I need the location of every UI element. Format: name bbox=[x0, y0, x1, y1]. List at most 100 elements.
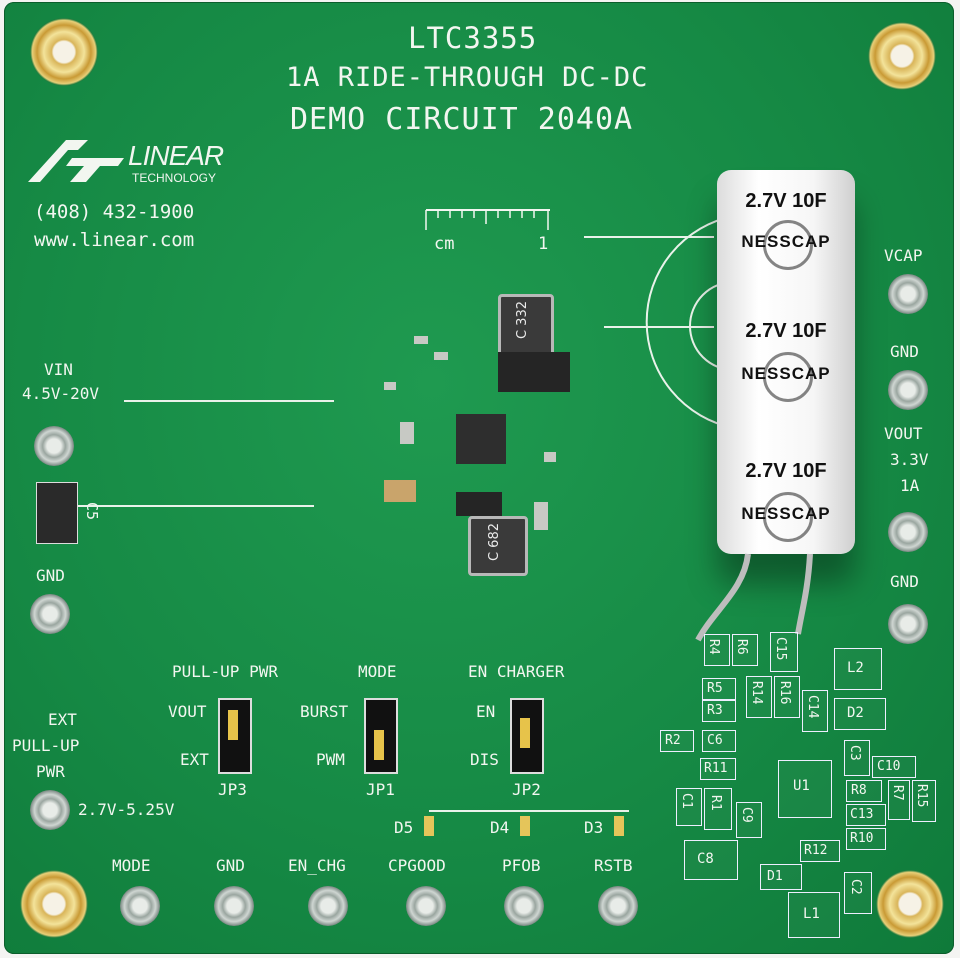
pcb-board: LTC3355 1A RIDE-THROUGH DC-DC DEMO CIRCU… bbox=[4, 2, 954, 954]
ref-c3: C3 bbox=[847, 745, 862, 761]
ref-r5: R5 bbox=[707, 681, 723, 696]
cap-rating-2: 2.7V 10F bbox=[745, 320, 827, 342]
cap-outline-arcs bbox=[645, 215, 735, 429]
footprint-r4: R4 bbox=[704, 634, 730, 666]
jp1-shunt bbox=[374, 730, 384, 760]
jp1-bottom-label: PWM bbox=[316, 750, 345, 769]
ref-d2: D2 bbox=[847, 705, 864, 721]
footprint-r1: R1 bbox=[704, 788, 732, 830]
ref-r10: R10 bbox=[850, 831, 874, 846]
ceramic-cap bbox=[384, 480, 416, 502]
ext-range-label: 2.7V-5.25V bbox=[78, 800, 175, 819]
mounting-hole-bottom-right bbox=[876, 870, 944, 938]
footprint-c15: C15 bbox=[770, 632, 798, 672]
vin-trace bbox=[124, 400, 334, 402]
footprint-c6: C6 bbox=[702, 730, 736, 752]
company-phone: (408) 432-1900 bbox=[34, 201, 195, 223]
ref-r3: R3 bbox=[707, 703, 723, 718]
supercapacitor: 2.7V 10F NESSCAP 2.7V 10F NESSCAP 2.7V 1… bbox=[717, 170, 855, 554]
jp3-ref: JP3 bbox=[218, 780, 247, 799]
led-d4-label: D4 bbox=[490, 818, 510, 837]
smd-cluster-2 bbox=[434, 352, 448, 360]
ref-c2: C2 bbox=[848, 879, 863, 895]
cap-rating-3: 2.7V 10F bbox=[745, 460, 827, 482]
jp3-bottom-label: EXT bbox=[180, 750, 209, 769]
footprint-c8: C8 bbox=[684, 840, 738, 880]
jp2-title: EN CHARGER bbox=[468, 662, 565, 681]
footprint-r6: R6 bbox=[732, 634, 758, 666]
part-number: LTC3355 bbox=[408, 21, 538, 55]
led-d3 bbox=[614, 816, 624, 836]
footprint-d2: D2 bbox=[834, 698, 886, 730]
jp1-ref: JP1 bbox=[366, 780, 395, 799]
ref-r4: R4 bbox=[706, 639, 721, 655]
vout-terminal[interactable] bbox=[888, 512, 928, 552]
ext-label-1: EXT bbox=[48, 710, 77, 729]
cap-logo-ring-1 bbox=[763, 220, 813, 270]
footprint-l2: L2 bbox=[834, 648, 882, 690]
cap-trace-top bbox=[584, 236, 714, 238]
jp1-title: MODE bbox=[358, 662, 397, 681]
vcap-terminal[interactable] bbox=[888, 274, 928, 314]
led-d3-label: D3 bbox=[584, 818, 604, 837]
pfob-terminal[interactable] bbox=[504, 886, 544, 926]
jp3-shunt bbox=[228, 710, 238, 740]
cpgood-terminal[interactable] bbox=[406, 886, 446, 926]
footprint-r5: R5 bbox=[702, 678, 736, 700]
vout-voltage-label: 3.3V bbox=[890, 450, 929, 469]
vin-label: VIN bbox=[44, 360, 73, 379]
vout-current-label: 1A bbox=[900, 476, 920, 495]
ext-label-2: PULL-UP bbox=[12, 736, 80, 755]
footprint-c2: C2 bbox=[844, 872, 872, 914]
mounting-hole-bottom-left bbox=[20, 870, 88, 938]
gnd-right-terminal-2[interactable] bbox=[888, 604, 928, 644]
inductor-c332: C 332 bbox=[498, 294, 554, 356]
gnd-right-terminal-1[interactable] bbox=[888, 370, 928, 410]
jp3-jumper[interactable] bbox=[218, 698, 252, 774]
ruler-scale bbox=[425, 209, 550, 230]
gnd-right-label-1: GND bbox=[890, 342, 919, 361]
footprint-l1: L1 bbox=[788, 892, 840, 938]
ruler-mark: 1 bbox=[538, 234, 549, 254]
gnd-bottom-terminal[interactable] bbox=[214, 886, 254, 926]
led-d5-label: D5 bbox=[394, 818, 414, 837]
jp1-jumper[interactable] bbox=[364, 698, 398, 774]
ext-label-3: PWR bbox=[36, 762, 65, 781]
footprint-r10: R10 bbox=[846, 828, 886, 850]
linear-logo-icon bbox=[28, 140, 124, 182]
en-chg-label: EN_CHG bbox=[288, 856, 346, 875]
cpgood-label: CPGOOD bbox=[388, 856, 446, 875]
gnd-trace bbox=[74, 505, 314, 507]
jp1-top-label: BURST bbox=[300, 702, 349, 721]
company-subname: TECHNOLOGY bbox=[132, 171, 217, 185]
footprint-r8: R8 bbox=[846, 780, 882, 802]
led-d4 bbox=[520, 816, 530, 836]
c5-capacitor bbox=[36, 482, 78, 544]
jp2-jumper[interactable] bbox=[510, 698, 544, 774]
smd-cluster-3 bbox=[384, 382, 396, 390]
mounting-hole-top-right bbox=[868, 22, 936, 90]
smd-cluster-5 bbox=[534, 502, 548, 530]
jp2-top-label: EN bbox=[476, 702, 496, 721]
vin-range-label: 4.5V-20V bbox=[22, 384, 100, 403]
company-name: LINEAR bbox=[128, 140, 224, 171]
en-chg-terminal[interactable] bbox=[308, 886, 348, 926]
vin-terminal[interactable] bbox=[34, 426, 74, 466]
footprint-c3: C3 bbox=[844, 740, 870, 776]
board-subtitle: 1A RIDE-THROUGH DC-DC bbox=[286, 62, 649, 93]
mode-terminal[interactable] bbox=[120, 886, 160, 926]
diode-package bbox=[456, 492, 502, 516]
ref-r2: R2 bbox=[665, 733, 681, 748]
mounting-hole-top-left bbox=[30, 18, 98, 86]
mode-label: MODE bbox=[112, 856, 151, 875]
gnd-left-terminal[interactable] bbox=[30, 594, 70, 634]
ref-d1: D1 bbox=[767, 869, 783, 884]
ref-u1: U1 bbox=[793, 778, 810, 794]
jp2-shunt bbox=[520, 718, 530, 748]
cap-logo-ring-2 bbox=[763, 352, 813, 402]
ext-pullup-terminal[interactable] bbox=[30, 790, 70, 830]
ref-c15: C15 bbox=[773, 637, 788, 661]
power-transistor bbox=[498, 352, 570, 392]
vout-label: VOUT bbox=[884, 424, 923, 443]
rstb-terminal[interactable] bbox=[598, 886, 638, 926]
